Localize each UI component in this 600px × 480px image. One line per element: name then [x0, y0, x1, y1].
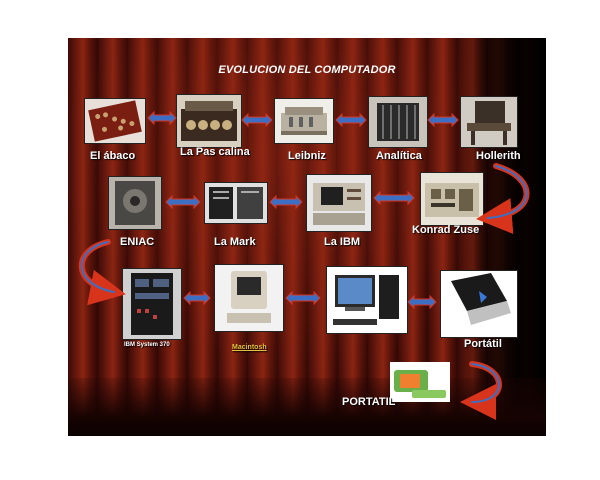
portatil2-image — [390, 362, 450, 402]
ibm370-image — [122, 268, 182, 340]
hollerith-label: Hollerith — [476, 150, 521, 162]
hollerith-image — [460, 96, 518, 148]
leibniz-image — [274, 98, 334, 144]
macintosh-link[interactable]: Macintosh — [232, 344, 267, 351]
curtain-valance — [68, 378, 546, 436]
arrow-leibniz-analitica — [335, 112, 367, 128]
portatil-label: Portátil — [464, 338, 502, 350]
konrad-zuse-image — [420, 172, 484, 226]
mark-label: La Mark — [214, 236, 256, 248]
arrow-eniac-mark — [165, 194, 201, 210]
arrow-abaco-pascalina — [147, 110, 177, 126]
eniac-label: ENIAC — [120, 236, 155, 248]
abaco-image — [84, 98, 146, 144]
arrow-analitica-hollerith — [427, 112, 459, 128]
arrow-pc-portatil — [407, 294, 437, 310]
desktop-pc-image — [326, 266, 408, 334]
curve-eniac-ibm370 — [78, 239, 126, 306]
portatil-image — [440, 270, 518, 338]
ibm-label: La IBM — [324, 236, 361, 248]
mark-image — [204, 182, 268, 224]
leibniz-label: Leibniz — [288, 150, 326, 162]
portatil2-label: PORTATIL — [342, 396, 396, 408]
ibm-image — [306, 174, 372, 232]
arrow-pascalina-leibniz — [241, 112, 273, 128]
eniac-image — [108, 176, 162, 230]
macintosh-image — [214, 264, 284, 332]
arrow-ibm-konrad — [373, 190, 415, 206]
arrow-ibm370-macintosh — [183, 290, 211, 306]
curtain-background: EVOLUCION DEL COMPUTADOR El ábaco La Pas… — [68, 38, 546, 436]
konrad-zuse-label: Konrad Zuse — [412, 224, 480, 236]
abaco-label: El ábaco — [90, 150, 136, 162]
arrow-mark-ibm — [269, 194, 303, 210]
ibm370-label: IBM System 370 — [124, 342, 170, 348]
pascalina-label: La Pas calina — [180, 146, 250, 158]
analitica-label: Analítica — [376, 150, 422, 162]
pascalina-image — [176, 94, 242, 148]
diagram-title: EVOLUCION DEL COMPUTADOR — [218, 64, 396, 76]
analitica-image — [368, 96, 428, 148]
arrow-macintosh-pc — [285, 290, 321, 306]
